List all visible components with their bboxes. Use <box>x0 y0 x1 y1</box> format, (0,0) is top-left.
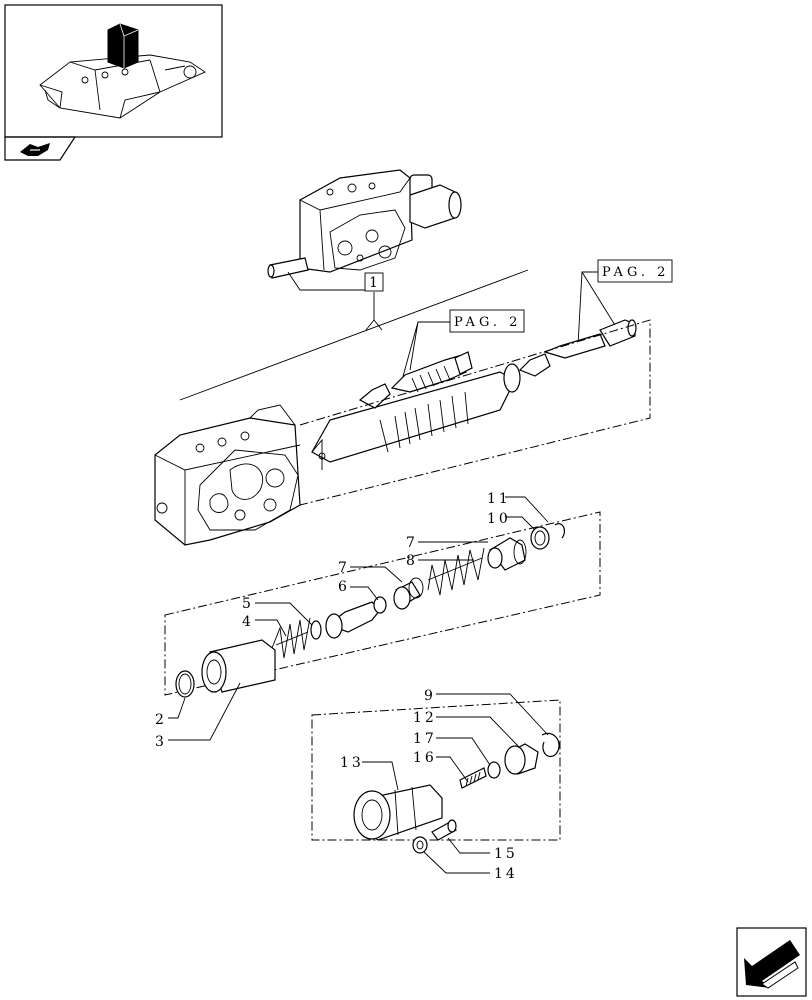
part-12-cap <box>504 743 539 775</box>
spool-end-fitting-right <box>518 319 637 377</box>
reference-line <box>179 269 529 401</box>
part-15-screw <box>431 819 457 841</box>
callout-6: 6 <box>338 579 350 595</box>
page-ref-left-label: PAG. 2 <box>454 315 521 330</box>
part-14-washer <box>412 836 428 854</box>
part-11-circlip <box>554 523 566 539</box>
next-page-arrow-icon[interactable] <box>736 927 807 997</box>
part-2-snap-ring <box>175 670 195 698</box>
phantom-outline-top <box>299 319 651 506</box>
part-5-o-ring <box>310 620 322 640</box>
callout-3: 3 <box>155 734 167 750</box>
part-6-plunger <box>325 596 387 639</box>
spool <box>311 363 521 470</box>
phantom-outline-middle <box>164 511 601 696</box>
callout-16: 16 <box>413 750 437 766</box>
part-7-bushing-upper <box>487 537 527 571</box>
part-17-washer-small <box>487 761 501 779</box>
part-3-cap <box>201 639 276 693</box>
part-16-pin <box>459 767 487 789</box>
page-reference-right: PAG. 2 <box>577 259 673 346</box>
callout-label-1: 1 <box>369 275 381 291</box>
callout-17: 17 <box>413 731 437 747</box>
callout-2: 2 <box>155 712 167 728</box>
valve-assembly-item-1 <box>267 169 462 291</box>
part-7-bushing-lower <box>393 577 424 610</box>
callout-11: 11 <box>487 491 511 507</box>
callout-box-1: 1 <box>364 272 384 292</box>
callout-5: 5 <box>242 596 254 612</box>
callout-13: 13 <box>340 755 364 771</box>
phantom-outline-bottom <box>311 699 561 841</box>
part-13-housing <box>353 784 443 841</box>
callout-7-upper: 7 <box>406 535 418 551</box>
page-ref-right-label: PAG. 2 <box>602 265 669 280</box>
thumbnail-panel <box>4 4 223 161</box>
pointer-chevron <box>365 292 383 331</box>
tractor-hydraulic-thumbnail-icon <box>39 23 206 119</box>
callout-12: 12 <box>413 710 437 726</box>
page-reference-left: PAG. 2 <box>401 309 525 381</box>
part-4-spring <box>271 617 311 659</box>
part-8-spring-large <box>427 547 485 596</box>
callout-14: 14 <box>494 866 518 882</box>
section-marker-icon <box>20 143 50 156</box>
callout-15: 15 <box>494 846 518 862</box>
callout-10: 10 <box>487 511 511 527</box>
part-9-retaining-clip <box>541 732 560 758</box>
part-10-washer <box>530 526 550 550</box>
callout-9: 9 <box>424 688 436 704</box>
callout-4: 4 <box>242 614 254 630</box>
callout-7-lower: 7 <box>338 560 350 576</box>
spool-end-fitting-left <box>358 351 473 409</box>
callout-8: 8 <box>406 553 418 569</box>
valve-body <box>154 404 301 546</box>
